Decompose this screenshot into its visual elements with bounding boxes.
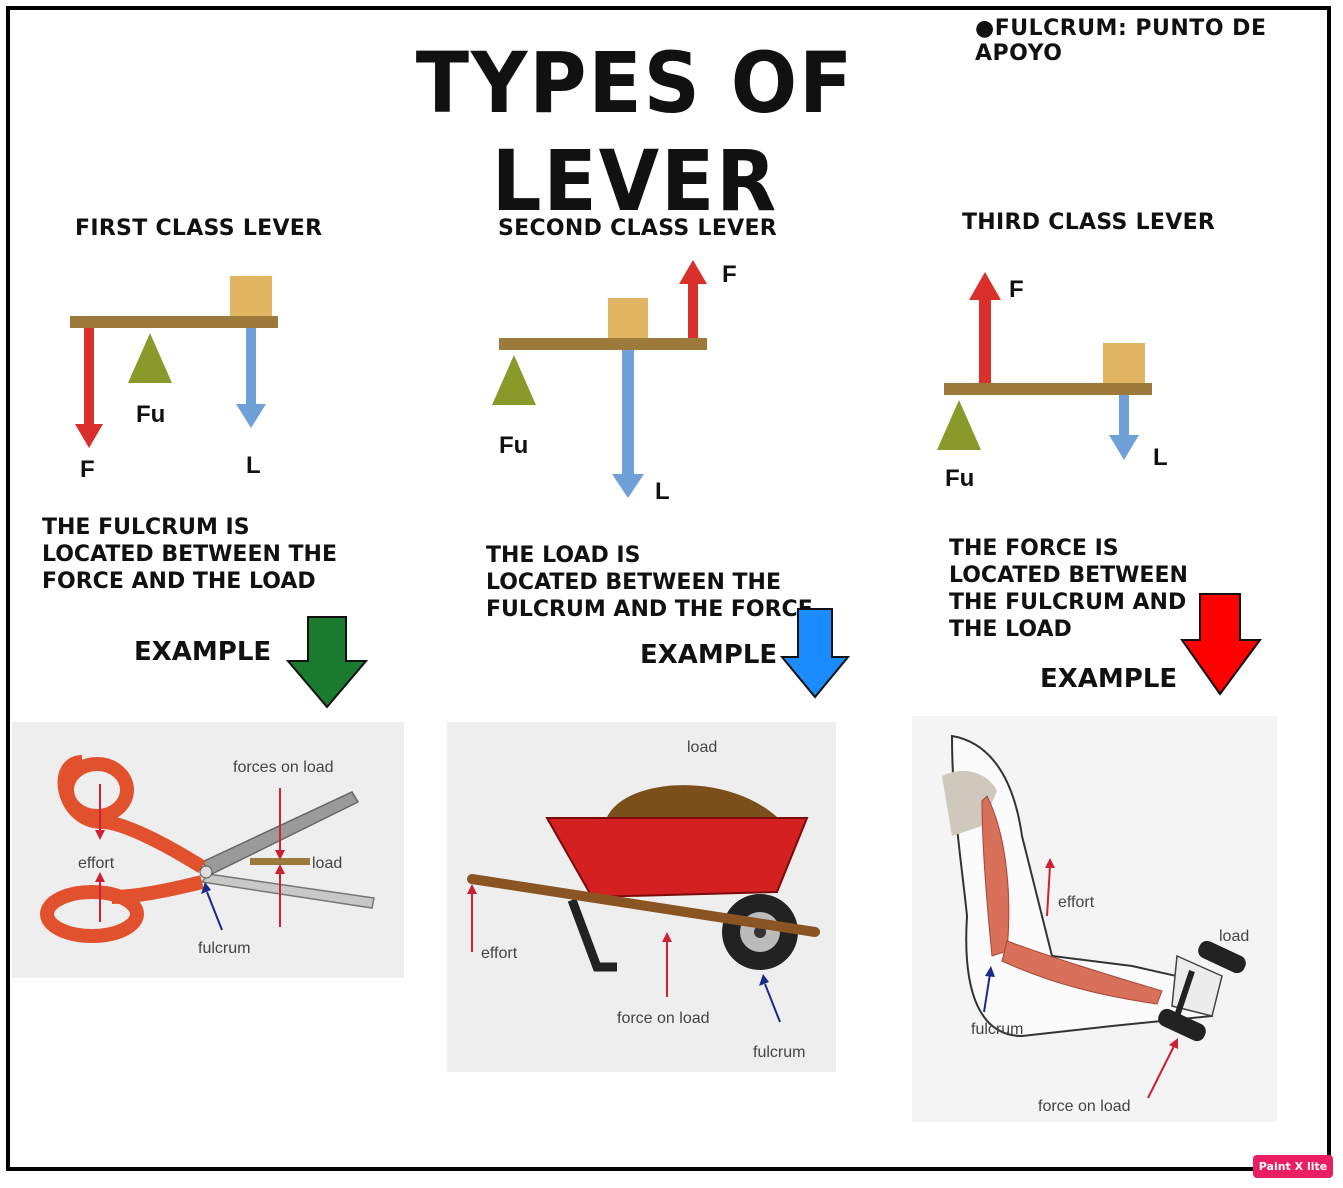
force-arrow-head [75,424,103,448]
fulcrum-label: Fu [136,401,166,428]
scissors-example-image [12,722,404,978]
load-arrow-head [236,404,266,428]
green-down-arrow [285,616,369,709]
load-box [230,276,272,316]
arm-drawing [942,734,1246,1099]
effort-label: effort [78,855,115,872]
scissors-drawing [40,755,375,943]
wheelbarrow-drawing [467,785,820,1023]
first-class-description: THE FULCRUM IS LOCATED BETWEEN THE FORCE… [42,515,338,594]
lever-beam [499,338,707,350]
load-arrow-shaft [1119,395,1129,437]
fulcrum-triangle [128,333,172,383]
load-label: L [655,478,670,505]
arm-example-image [912,716,1277,1122]
third-class-heading: THIRD CLASS LEVER [962,210,1216,235]
first-class-heading: FIRST CLASS LEVER [75,216,323,241]
force-label: F [722,261,737,288]
force-arrow-head [969,272,1001,300]
fulcrum-label: Fu [945,465,975,492]
red-down-arrow [1180,593,1262,696]
load-label: load [312,855,343,872]
load-label: load [1219,928,1250,945]
force-on-load-label: force on load [617,1010,710,1027]
load-arrow-shaft [622,350,634,476]
load-arrow-head [1109,435,1139,460]
example-label: EXAMPLE [640,640,778,670]
force-label: F [1009,276,1024,303]
fulcrum-label: fulcrum [198,940,251,957]
load-box [1103,343,1145,383]
force-arrow-head [679,260,707,284]
force-arrow-shaft [979,298,991,383]
force-arrow-shaft [688,282,698,338]
load-arrow-shaft [246,328,256,406]
force-label: F [80,456,95,483]
fulcrum-triangle [937,400,981,450]
second-class-heading: SECOND CLASS LEVER [498,216,778,241]
load-box [608,298,648,338]
example-label: EXAMPLE [134,637,272,667]
force-arrow-shaft [84,328,94,424]
wheelbarrow-example-image [447,722,836,1072]
lever-beam [944,383,1152,395]
load-arrow-head [612,474,644,498]
fulcrum-note: ●FULCRUM: PUNTO DE APOYO [975,16,1267,66]
example-label: EXAMPLE [1040,664,1178,694]
lever-beam [70,316,278,328]
load-label: L [246,452,261,479]
effort-label: effort [481,945,518,962]
second-class-description: THE LOAD IS LOCATED BETWEEN THE FULCRUM … [486,543,813,622]
load-label: load [687,739,718,756]
blue-down-arrow [779,608,851,699]
paint-x-lite-watermark: Paint X lite [1253,1155,1333,1178]
third-class-description: THE FORCE IS LOCATED BETWEEN THE FULCRUM… [949,536,1188,642]
poster-frame [6,6,1331,1171]
effort-label: effort [1058,894,1095,911]
fulcrum-label: Fu [499,432,529,459]
fulcrum-label: fulcrum [971,1021,1024,1038]
load-label: L [1153,444,1168,471]
page-title: TYPES OF LEVER [415,34,855,230]
forces-on-load-label: forces on load [233,759,334,776]
force-on-load-label: force on load [1038,1098,1131,1115]
fulcrum-triangle [492,355,536,405]
fulcrum-label: fulcrum [753,1044,806,1061]
